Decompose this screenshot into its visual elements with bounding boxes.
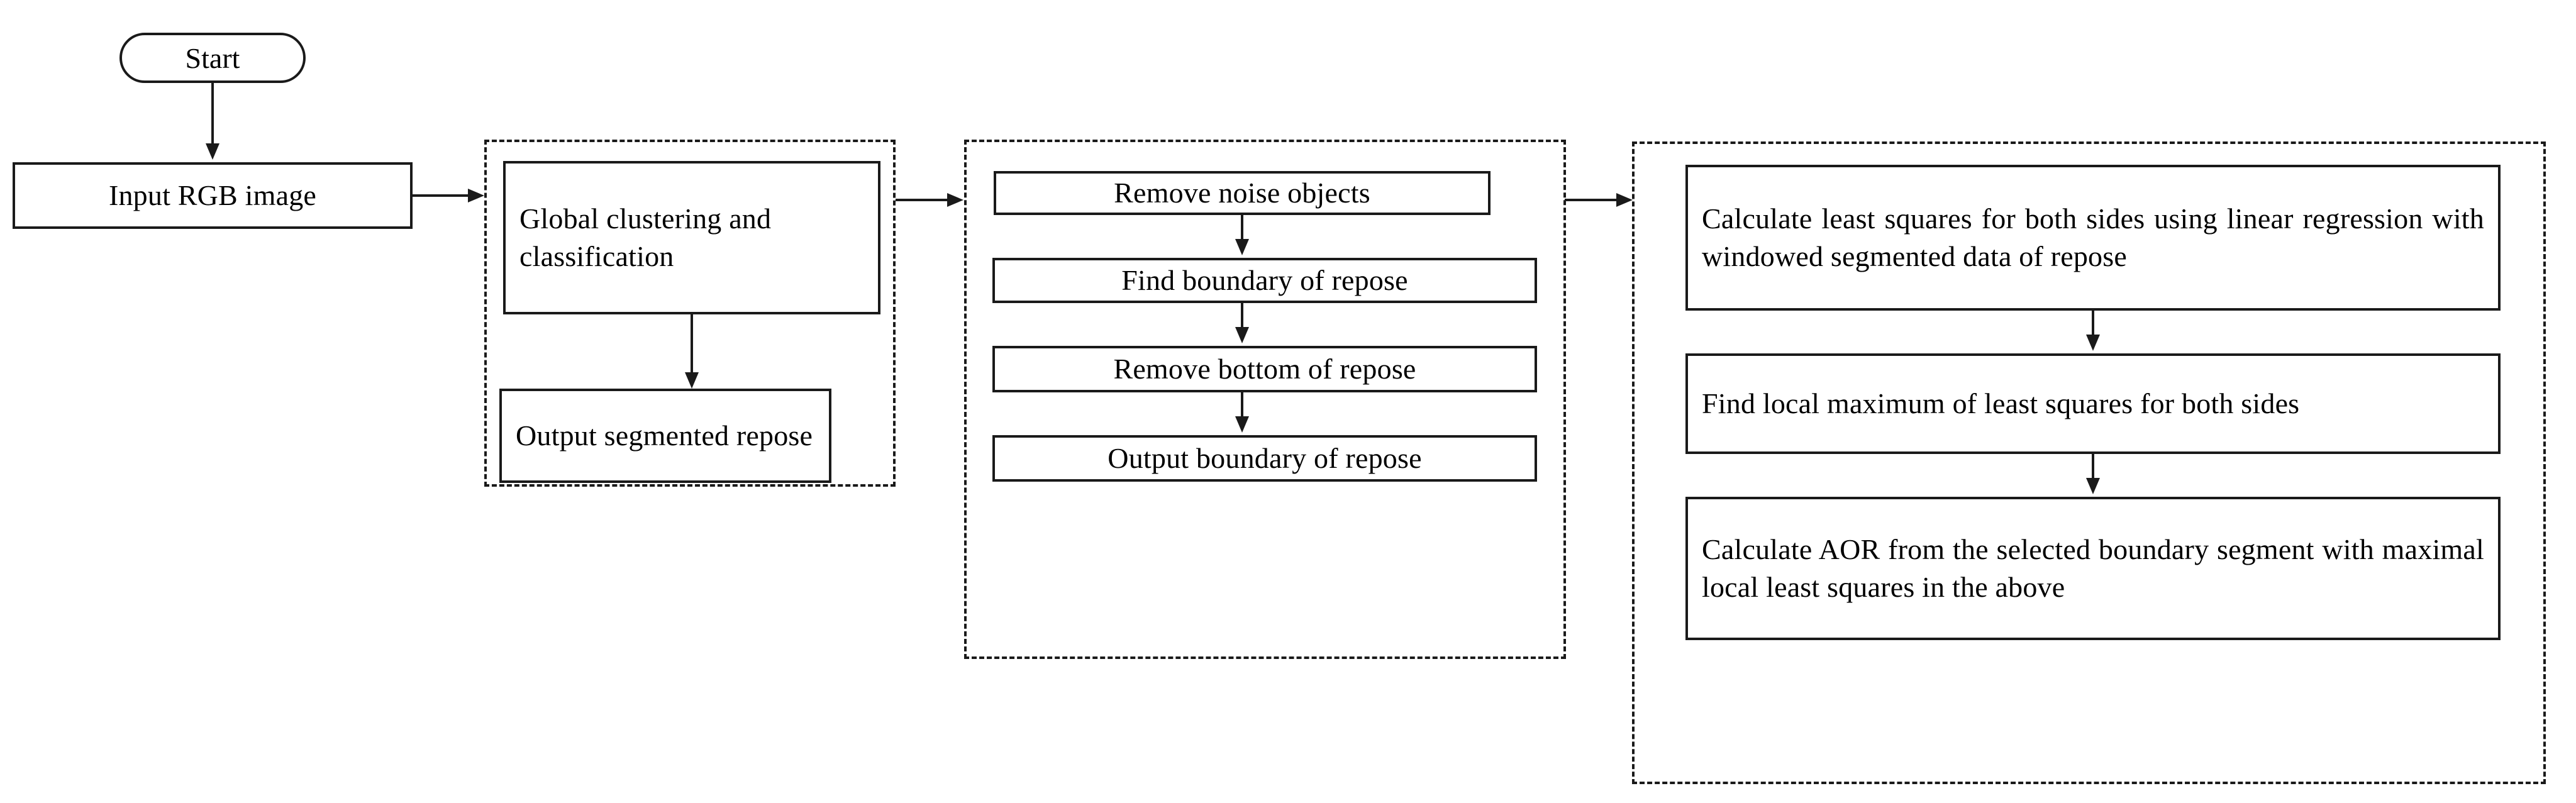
connector-segmentation-to-boundary (896, 199, 950, 201)
start-terminator[interactable]: Start (119, 33, 306, 83)
node-remove-bottom-of-repose[interactable]: Remove bottom of repose (992, 346, 1537, 392)
arrowhead-noise-to-find-boundary-icon (1235, 239, 1249, 255)
connector-remove-bottom-to-output-boundary (1241, 392, 1243, 420)
node-remove-bottom-of-repose-label: Remove bottom of repose (1113, 353, 1416, 385)
node-calculate-aor-label: Calculate AOR from the selected boundary… (1702, 533, 2484, 603)
connector-input-to-segmentation (413, 194, 469, 197)
node-calculate-aor[interactable]: Calculate AOR from the selected boundary… (1685, 497, 2501, 640)
node-find-local-maximum[interactable]: Find local maximum of least squares for … (1685, 353, 2501, 454)
arrowhead-remove-bottom-to-output-boundary-icon (1235, 416, 1249, 433)
node-find-boundary-of-repose-label: Find boundary of repose (1121, 264, 1408, 297)
node-output-boundary-of-repose-label: Output boundary of repose (1108, 442, 1422, 475)
arrowhead-segmentation-to-boundary-icon (947, 193, 963, 207)
connector-local-maximum-to-calculate-aor (2092, 454, 2094, 482)
connector-find-boundary-to-remove-bottom (1241, 303, 1243, 330)
arrowhead-least-squares-to-local-maximum-icon (2086, 335, 2100, 351)
node-output-segmented-repose[interactable]: Output segmented repose (499, 389, 831, 483)
arrowhead-start-to-input-icon (206, 143, 219, 160)
node-remove-noise-objects[interactable]: Remove noise objects (994, 171, 1491, 215)
arrowhead-boundary-to-aor-icon (1616, 193, 1633, 207)
node-calculate-least-squares-label: Calculate least squares for both sides u… (1702, 202, 2484, 272)
start-label: Start (185, 42, 240, 74)
arrowhead-input-to-segmentation-icon (468, 189, 484, 202)
group-boundary (964, 140, 1566, 659)
arrowhead-clustering-to-output-icon (685, 372, 699, 389)
node-global-clustering-label: Global clustering and classification (519, 202, 772, 272)
node-output-segmented-repose-label: Output segmented repose (516, 419, 813, 452)
connector-boundary-to-aor (1565, 199, 1623, 201)
connector-noise-to-find-boundary (1241, 215, 1243, 241)
arrowhead-find-boundary-to-remove-bottom-icon (1235, 327, 1249, 343)
node-output-boundary-of-repose[interactable]: Output boundary of repose (992, 435, 1537, 482)
group-aor (1632, 141, 2546, 784)
arrowhead-local-maximum-to-calculate-aor-icon (2086, 478, 2100, 494)
connector-start-to-input (211, 83, 214, 146)
node-input-rgb-image[interactable]: Input RGB image (13, 162, 413, 229)
connector-least-squares-to-local-maximum (2092, 311, 2094, 337)
connector-clustering-to-output (691, 314, 693, 375)
node-calculate-least-squares[interactable]: Calculate least squares for both sides u… (1685, 165, 2501, 311)
node-input-rgb-image-label: Input RGB image (108, 179, 317, 212)
node-find-boundary-of-repose[interactable]: Find boundary of repose (992, 258, 1537, 303)
group-segmentation (484, 140, 896, 487)
node-global-clustering[interactable]: Global clustering and classification (503, 161, 880, 314)
node-remove-noise-objects-label: Remove noise objects (1114, 177, 1370, 209)
node-find-local-maximum-label: Find local maximum of least squares for … (1702, 387, 2300, 420)
